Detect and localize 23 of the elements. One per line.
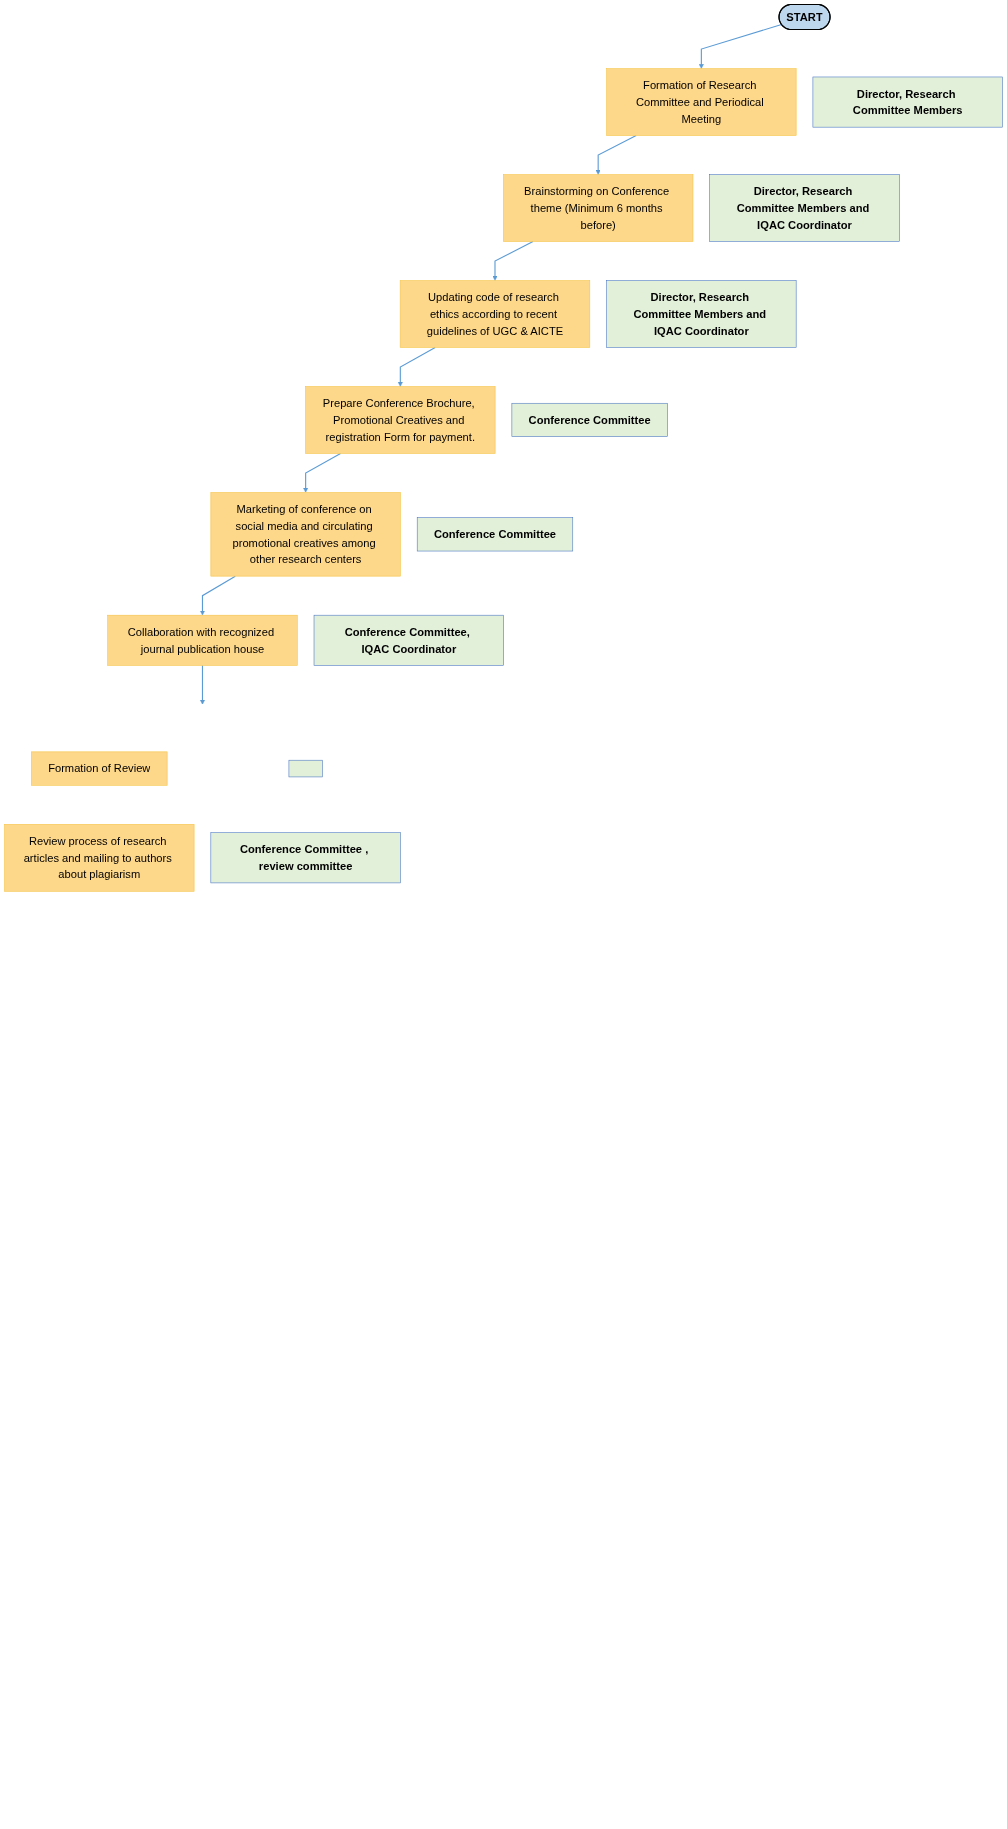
node-box: Conference Committee , review committee: [210, 832, 401, 884]
node-box: Review process of research articles and mailing to authors about plagiarism: [4, 824, 195, 892]
node-box: Director, Research Committee Members: [812, 76, 1003, 128]
arrow: [200, 575, 236, 616]
node-box: Marketing of conference on social media and circulating promotional creatives among other research centers: [210, 492, 401, 577]
node-box: Conference Committee: [416, 517, 574, 552]
node-box: Formation of Review: [31, 751, 168, 786]
node-box: Director, Research Committee Members and IQAC Coordinator: [606, 280, 797, 348]
arrow: [200, 664, 205, 705]
node-box: [288, 759, 323, 778]
arrow: [397, 346, 436, 387]
node-box: Updating code of research ethics according to recent guidelines of UGC & AICTE: [399, 280, 591, 348]
arrow: [303, 452, 342, 493]
arrow: [698, 23, 783, 69]
node-box: Prepare Conference Brochure, Promotional Creatives and registration Form for payment.: [305, 386, 496, 454]
arrow: [492, 240, 534, 281]
node-box: Director, Research Committee Members and IQAC Coordinator: [709, 174, 900, 242]
node-box: Brainstorming on Conference theme (Minimum 6 months before): [503, 174, 694, 242]
node-box: Conference Committee: [511, 402, 668, 437]
arrow: [595, 134, 637, 175]
node-box: Collaboration with recognized journal publication house: [107, 614, 298, 666]
node-box: Conference Committee, IQAC Coordinator: [313, 614, 504, 666]
node-box: Formation of Research Committee and Periodical Meeting: [606, 68, 797, 136]
